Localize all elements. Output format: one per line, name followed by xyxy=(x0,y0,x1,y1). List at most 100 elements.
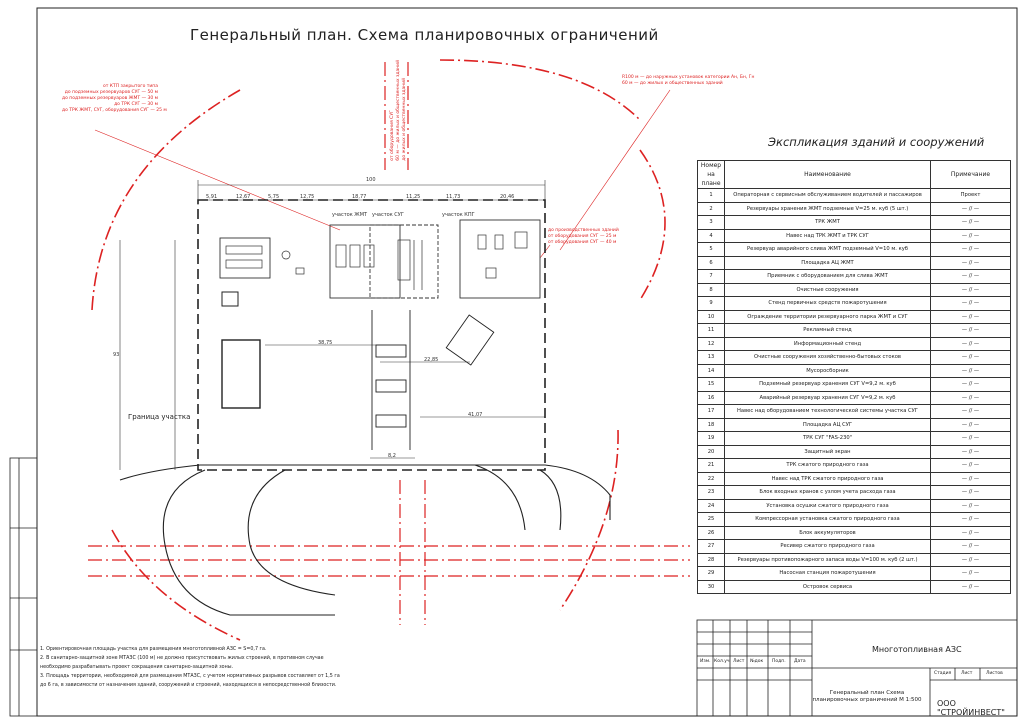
table-header-row: Номер на плане Наименование Примечание xyxy=(697,160,1011,189)
red-note-line: от оборудования СУГ — 40 м xyxy=(548,240,617,245)
dim-j: 22,85 xyxy=(424,357,439,363)
dim-f: 11,25 xyxy=(406,194,421,200)
sanitary-zone-arcs xyxy=(91,59,666,641)
cell-num: 15 xyxy=(697,377,725,392)
building-small xyxy=(221,291,239,307)
zone-label-kpg: участок КПГ xyxy=(442,212,475,218)
cell-name: Информационный стенд xyxy=(724,336,931,351)
red-note-line: до подземных резервуаров СУГ — 50 м xyxy=(64,90,158,95)
cell-note: — // — xyxy=(930,350,1011,365)
cell-name: Навес над ТРК ЖМТ и ТРК СУГ xyxy=(724,228,931,243)
stamp-stage: Стадия xyxy=(934,671,952,676)
red-note-line: до производственных зданий xyxy=(548,228,619,233)
cell-num: 14 xyxy=(697,363,725,378)
cell-name: Блок входных кранов с узлом учета расход… xyxy=(724,485,931,500)
note-line: до 6 га, в зависимости от назначения зда… xyxy=(40,683,337,688)
cell-num: 26 xyxy=(697,525,725,540)
cell-note: — // — xyxy=(930,498,1011,513)
cell-name: Приемник с оборудованием для слива ЖМТ xyxy=(724,269,931,284)
note-line: 1. Ориентировочная площадь участка для р… xyxy=(40,647,267,652)
dim-c: 5,75 xyxy=(268,194,280,200)
stamp-col-podp: Подп. xyxy=(772,659,786,664)
cell-note: Проект xyxy=(930,188,1011,203)
stamp-col-kol: Кол.уч xyxy=(714,659,730,664)
cell-num: 18 xyxy=(697,417,725,432)
cell-note: — // — xyxy=(930,485,1011,500)
tank-details xyxy=(225,231,528,290)
red-note-line: от оборудования СУГ — 25 м xyxy=(548,234,617,239)
boundary-label: Граница участка xyxy=(128,413,191,421)
cell-name: Блок аккумуляторов xyxy=(724,525,931,540)
cell-num: 27 xyxy=(697,539,725,554)
cell-note: — // — xyxy=(930,404,1011,419)
dim-k: 41,07 xyxy=(468,412,483,418)
cell-num: 1 xyxy=(697,188,725,203)
zone-label-sug: участок СУГ xyxy=(372,212,404,218)
cell-num: 23 xyxy=(697,485,725,500)
cell-num: 20 xyxy=(697,444,725,459)
cell-name: Операторная с сервисным обслуживанием во… xyxy=(724,188,931,203)
cell-note: — // — xyxy=(930,377,1011,392)
cell-note: — // — xyxy=(930,242,1011,257)
cell-note: — // — xyxy=(930,309,1011,324)
cell-num: 5 xyxy=(697,242,725,257)
note-line: 3. Площадь территории, необходимой для р… xyxy=(40,674,340,679)
red-note-right: R100 м — до наружных установок категории… xyxy=(622,75,754,87)
cell-name: Насосная станция пожаротушения xyxy=(724,566,931,581)
general-notes: 1. Ориентировочная площадь участка для р… xyxy=(40,645,370,690)
dim-m: 93 xyxy=(113,352,120,358)
dim-b: 12,67 xyxy=(236,194,251,200)
stamp-organization: ООО "СТРОЙИНВЕСТ" xyxy=(937,699,1005,717)
zone-label-zhmt: участок ЖМТ xyxy=(332,212,368,218)
cell-note: — // — xyxy=(930,255,1011,270)
cell-name: Ограждение территории резервуарного парк… xyxy=(724,309,931,324)
cell-note: — // — xyxy=(930,390,1011,405)
cell-num: 30 xyxy=(697,579,725,594)
drawing-title: Генеральный план. Схема планировочных ог… xyxy=(190,26,659,44)
cell-name: Очистные сооружения xyxy=(724,282,931,297)
cell-note: — // — xyxy=(930,512,1011,527)
cell-name: Аварийный резервуар хранения СУГ V=9,2 м… xyxy=(724,390,931,405)
cell-note: — // — xyxy=(930,282,1011,297)
dim-e: 18,77 xyxy=(352,194,367,200)
cell-num: 25 xyxy=(697,512,725,527)
cell-note: — // — xyxy=(930,215,1011,230)
stamp-sheets: Листов xyxy=(986,671,1003,676)
cell-num: 24 xyxy=(697,498,725,513)
cell-num: 17 xyxy=(697,404,725,419)
cell-name: ТРК СУГ "FAS-230" xyxy=(724,431,931,446)
red-note-line: 60 м — до жилых и общественных зданий xyxy=(622,81,723,86)
dim-d: 12,75 xyxy=(300,194,315,200)
pump-islands xyxy=(371,310,495,450)
cell-name: ТРК ЖМТ xyxy=(724,215,931,230)
cell-note: — // — xyxy=(930,323,1011,338)
cell-note: — // — xyxy=(930,552,1011,567)
cell-note: — // — xyxy=(930,525,1011,540)
cell-name: Навес над ТРК сжатого природного газа xyxy=(724,471,931,486)
cell-name: Защитный экран xyxy=(724,444,931,459)
dim-l: 8,2 xyxy=(388,453,396,459)
cell-note: — // — xyxy=(930,201,1011,216)
red-note-line: R100 м — до наружных установок категории… xyxy=(622,75,755,80)
binding-strip xyxy=(9,457,38,717)
stamp-col-list: Лист xyxy=(733,659,745,664)
